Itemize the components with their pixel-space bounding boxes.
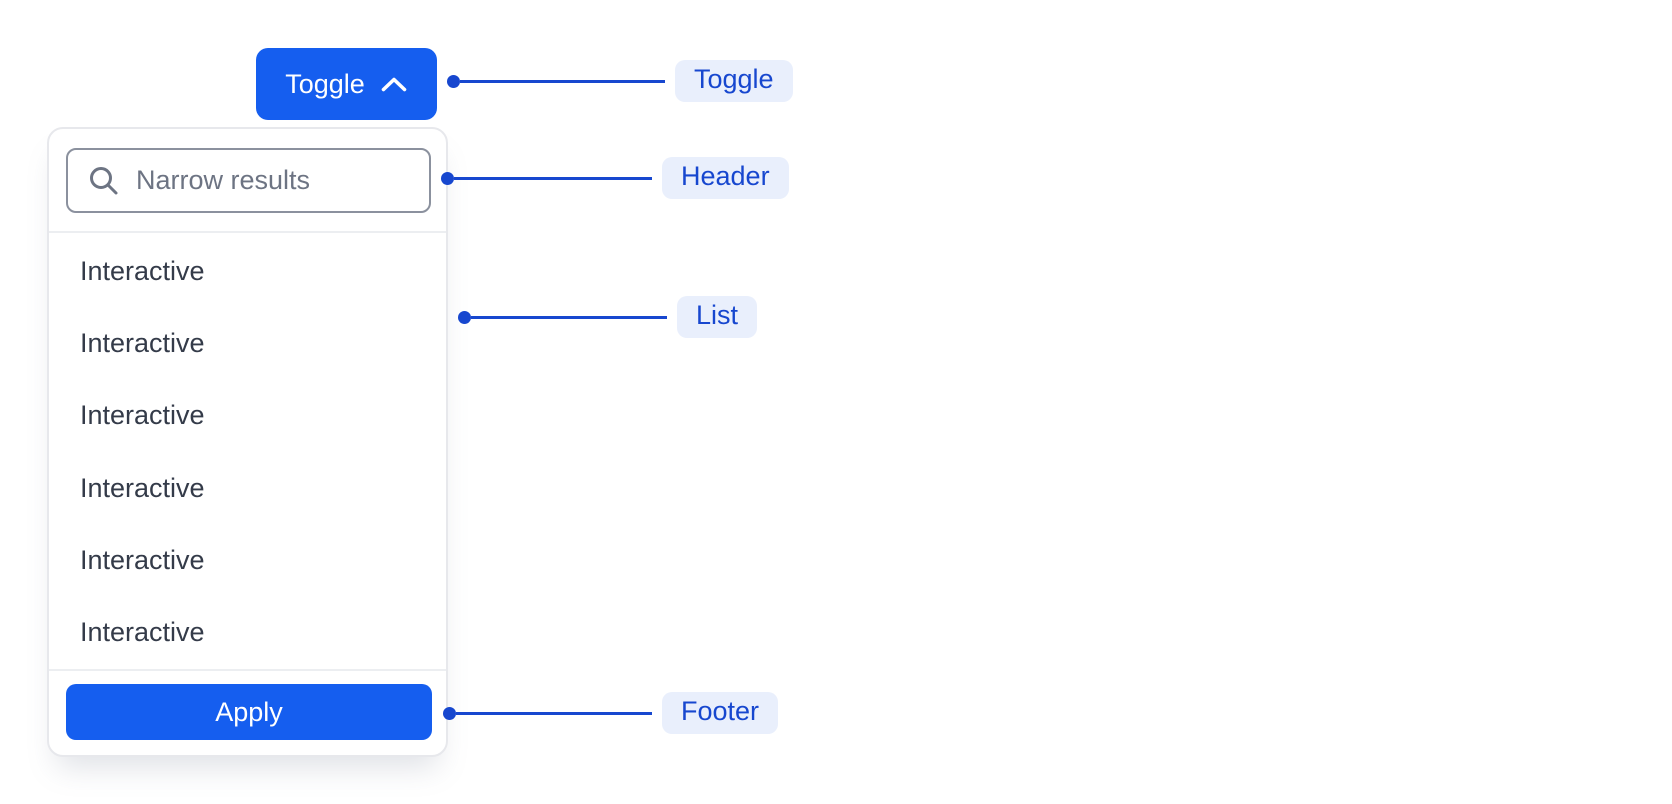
annotation-dot — [447, 74, 460, 88]
list-item[interactable]: Interactive — [80, 327, 205, 358]
dropdown-panel: Interactive Interactive Interactive Inte… — [47, 127, 448, 757]
annotation-footer: Footer — [443, 692, 779, 734]
annotation-line — [471, 315, 667, 319]
annotation-label-header: Header — [662, 157, 789, 199]
annotation-label-toggle: Toggle — [675, 60, 793, 102]
search-icon — [87, 164, 121, 198]
chevron-up-icon — [380, 76, 408, 93]
search-box[interactable] — [66, 148, 431, 213]
list-item[interactable]: Interactive — [80, 400, 205, 431]
annotation-line — [460, 79, 665, 83]
annotation-header: Header — [441, 157, 789, 199]
annotation-label-list: List — [677, 296, 758, 338]
annotation-line — [454, 176, 652, 180]
list-item[interactable]: Interactive — [80, 255, 205, 286]
annotation-toggle: Toggle — [447, 60, 793, 102]
dropdown-footer: Apply — [49, 669, 446, 755]
annotation-label-footer: Footer — [662, 692, 779, 734]
toggle-button[interactable]: Toggle — [256, 48, 437, 120]
annotation-dot — [458, 310, 471, 324]
dropdown-list: Interactive Interactive Interactive Inte… — [49, 233, 446, 669]
dropdown-header — [49, 129, 446, 233]
annotation-line — [456, 711, 652, 715]
list-item[interactable]: Interactive — [80, 617, 205, 648]
annotation-list: List — [458, 296, 758, 338]
list-item[interactable]: Interactive — [80, 472, 205, 503]
toggle-button-label: Toggle — [285, 68, 365, 99]
list-item[interactable]: Interactive — [80, 544, 205, 575]
search-input[interactable] — [136, 165, 413, 196]
apply-button[interactable]: Apply — [66, 684, 432, 740]
